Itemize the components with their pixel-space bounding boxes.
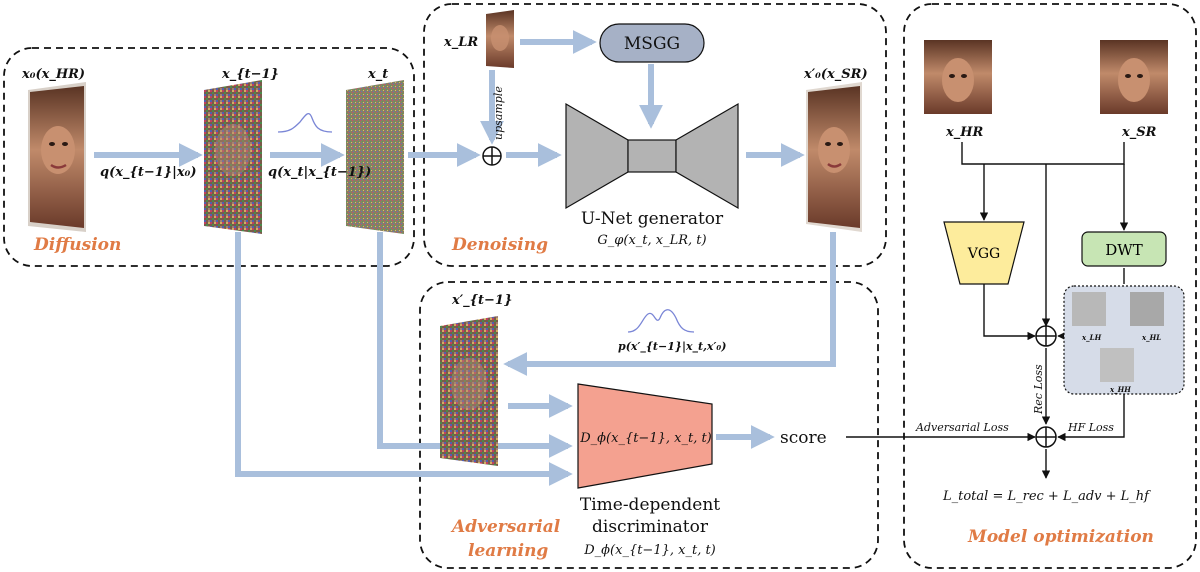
eq-p-reverse: p(x′_{t−1}|x_t,x′₀): [618, 340, 726, 354]
arrow-xt-to-disc: [377, 232, 573, 458]
section-model-opt-title: Model optimization: [967, 527, 1154, 547]
band-lh-label: x_LH: [1081, 333, 1102, 342]
vgg-block: [943, 221, 1025, 285]
adversarial-loss-label: Adversarial Loss: [915, 421, 1009, 434]
label-x-t-minus-1: x_{t−1}: [221, 67, 279, 82]
discriminator-block: [577, 383, 713, 489]
gaussian-curve-reverse-icon: [627, 309, 695, 333]
band-hh-label: x_HH: [1109, 385, 1131, 394]
unet-caption: U-Net generator: [581, 209, 724, 229]
band-hl-label: x_HL: [1141, 333, 1161, 342]
label-x-sr-opt: x_SR: [1121, 125, 1157, 140]
dwt-label: DWT: [1105, 241, 1142, 259]
image-sr-opt: [1100, 40, 1168, 114]
score-label: score: [780, 428, 827, 448]
arrow-x0sr-to-xprime: [503, 232, 836, 376]
disc-formula-caption: D_ϕ(x_{t−1}, x_t, t): [583, 543, 716, 558]
disc-caption-1: Time-dependent: [580, 495, 720, 515]
line-hf-to-plus2: [1057, 394, 1125, 442]
section-adversarial-title-1: Adversarial: [450, 517, 561, 537]
line-hr-down: [961, 142, 1125, 165]
dwt-block: [1081, 231, 1167, 267]
model-opt-frame: [903, 3, 1197, 569]
generator-formula: G_φ(x_t, x_LR, t): [597, 233, 706, 248]
image-x-t-minus-1: [204, 80, 262, 234]
diffusion-frame: [3, 47, 415, 267]
plus-node-total: [1035, 426, 1057, 448]
plus-node-denoising: [482, 146, 502, 166]
label-x-hr-opt: x_HR: [945, 125, 984, 140]
section-diffusion-title: Diffusion: [33, 235, 121, 255]
disc-caption-2: discriminator: [592, 517, 709, 537]
eq-q-forward-1: q(x_{t−1}|x₀): [100, 165, 196, 180]
image-x0-sr: [806, 82, 862, 232]
eq-q-forward-2: q(x_t|x_{t−1}): [268, 165, 371, 180]
msgg-block: [599, 23, 705, 63]
plus-node-rec: [1035, 325, 1057, 347]
unet-generator-block: [565, 102, 739, 210]
image-x-lr: [486, 10, 514, 68]
gaussian-curve-icon: [277, 113, 333, 133]
image-x-prime-t-minus-1: [440, 316, 498, 466]
label-x-prime-t-minus-1: x′_{t−1}: [451, 293, 512, 308]
total-loss-eq: L_total = L_rec + L_adv + L_hf: [942, 489, 1151, 504]
label-x0-hr: x₀(x_HR): [21, 67, 85, 82]
arrow-xt1-to-disc: [235, 232, 573, 486]
denoising-frame: [423, 3, 887, 267]
image-x-t: [346, 80, 404, 234]
upsample-label: upsample: [492, 86, 505, 140]
rec-loss-label: Rec Loss: [1032, 364, 1045, 415]
disc-formula-box: D_ϕ(x_{t−1}, x_t, t): [579, 431, 712, 446]
section-adversarial-title-2: learning: [468, 541, 548, 561]
image-hr-opt: [924, 40, 992, 114]
dwt-bands-panel: [1063, 285, 1185, 395]
label-x0-sr: x′₀(x_SR): [803, 67, 868, 82]
section-denoising-title: Denoising: [451, 235, 548, 255]
line-vgg-to-plus: [983, 282, 1036, 341]
image-x0-hr: [28, 82, 86, 232]
msgg-label: MSGG: [624, 34, 680, 54]
vgg-label: VGG: [967, 246, 1000, 262]
label-x-lr: x_LR: [443, 35, 478, 50]
label-x-t: x_t: [367, 67, 388, 82]
hf-loss-label: HF Loss: [1067, 421, 1114, 434]
